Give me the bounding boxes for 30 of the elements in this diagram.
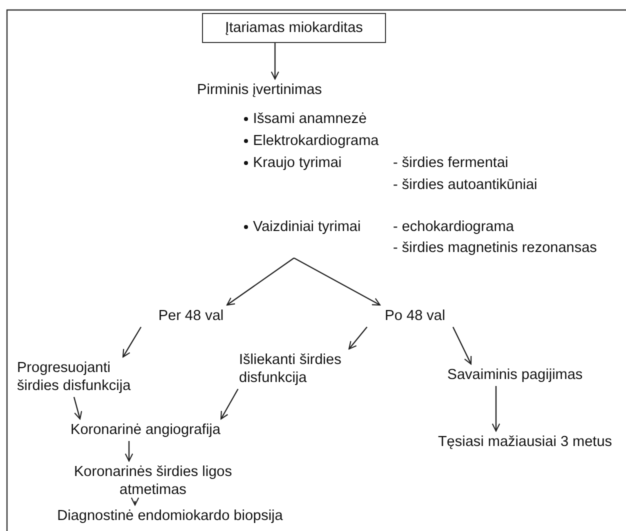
arrow <box>270 43 280 80</box>
list-item: Vaizdiniai tyrimai <box>253 218 361 236</box>
flow-text: Progresuojanti širdies disfunkcija <box>14 357 142 397</box>
arrow <box>452 326 472 365</box>
arrow <box>226 258 294 306</box>
list-item: - širdies fermentai <box>393 154 508 172</box>
list-item: Elektrokardiograma <box>253 132 379 150</box>
list-item: Išsami anamnezė <box>253 110 367 128</box>
process-box: Įtariamas miokarditas <box>202 13 386 43</box>
arrow <box>220 388 239 420</box>
flow-text: Diagnostinė endomiokardo biopsija <box>30 505 310 527</box>
flow-text: Per 48 val <box>150 305 232 327</box>
arrow <box>130 497 140 506</box>
list-item: - širdies magnetinis rezonansas <box>393 239 597 257</box>
flow-text: Pirminis įvertinimas <box>182 79 337 101</box>
list-item: Kraujo tyrimai <box>253 154 342 172</box>
arrow <box>73 396 82 420</box>
list-item: - širdies autoantikūniai <box>393 176 538 194</box>
arrow <box>124 441 134 462</box>
arrow <box>122 326 142 358</box>
flow-text: Koronarinės širdies ligos atmetimas <box>58 461 248 501</box>
flow-text: Išliekanti širdies disfunkcija <box>236 349 366 389</box>
arrow <box>348 326 368 350</box>
flow-text: Savaiminis pagijimas <box>430 364 600 386</box>
arrow <box>294 257 381 306</box>
flow-text: Koronarinė angiografija <box>53 419 238 441</box>
flow-text: Tęsiasi mažiausiai 3 metus <box>425 431 625 453</box>
flow-text: Po 48 val <box>377 305 453 327</box>
arrow <box>492 386 500 432</box>
list-item: - echokardiograma <box>393 218 514 236</box>
